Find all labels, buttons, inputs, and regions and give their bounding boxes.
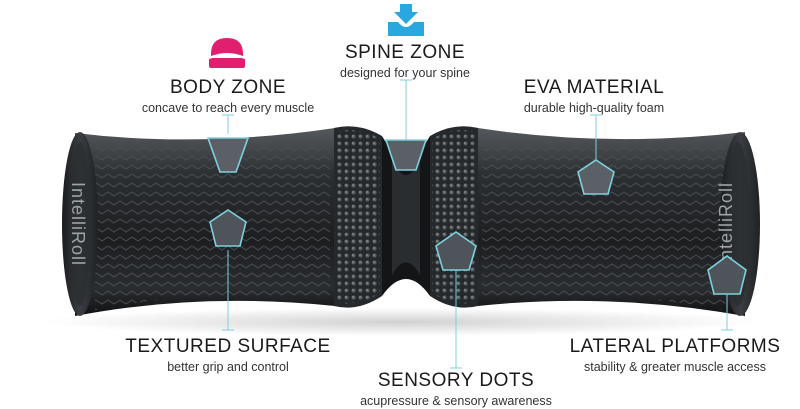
brand-logo-right: IntelliRoll [716,182,736,266]
textured-surface-title: TEXTURED SURFACE [125,336,331,357]
spine-zone-icon [386,2,426,38]
spine-zone-marker [384,139,428,171]
body-zone-icon [205,34,249,70]
pentagon-markers [206,137,747,295]
body-zone-label: BODY ZONE concave to reach every muscle [118,77,338,116]
leader-lines [222,79,733,369]
sensory-dots-label: SENSORY DOTS acupressure & sensory aware… [336,370,576,409]
body-zone-subtitle: concave to reach every muscle [141,101,315,115]
eva-material-title: EVA MATERIAL [523,77,665,98]
spine-zone-label: SPINE ZONE designed for your spine [305,42,505,81]
eva-material-subtitle: durable high-quality foam [523,101,665,115]
eva-material-marker [577,159,615,195]
spine-zone-subtitle: designed for your spine [340,66,470,80]
lateral-platforms-subtitle: stability & greater muscle access [583,360,766,374]
roller-shadow [40,308,760,336]
lateral-platforms-label: LATERAL PLATFORMS stability & greater mu… [555,336,795,375]
body-zone-marker [206,137,250,173]
textured-surface-subtitle: better grip and control [167,360,289,374]
brand-logo-left: IntelliRoll [68,182,88,266]
lateral-platforms-title: LATERAL PLATFORMS [569,336,781,357]
sensory-dots-title: SENSORY DOTS [377,370,535,391]
lateral-platforms-marker [707,255,747,295]
sensory-dots-marker [435,231,477,271]
textured-surface-marker [209,209,247,247]
spine-zone-title: SPINE ZONE [344,42,466,63]
body-zone-title: BODY ZONE [169,77,287,98]
sensory-dots-subtitle: acupressure & sensory awareness [360,394,552,408]
eva-material-label: EVA MATERIAL durable high-quality foam [494,77,694,116]
textured-surface-label: TEXTURED SURFACE better grip and control [108,336,348,375]
roller-right-texture [482,133,725,310]
